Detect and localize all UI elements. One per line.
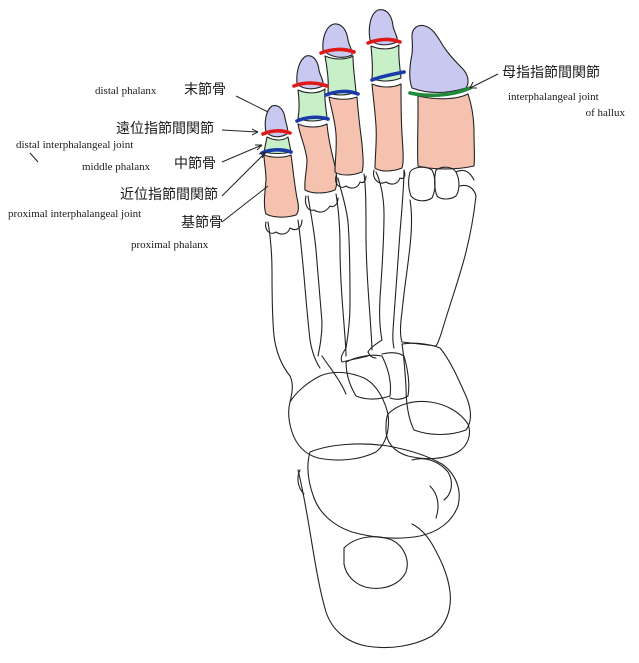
dip-joint-2 (366, 37, 402, 45)
dip-joint-4 (292, 81, 329, 88)
label-proximal-phalanx-jp: 基節骨 (181, 215, 223, 231)
distal-phalanx-5 (264, 105, 289, 138)
label-dip-joint-en: distal interphalangeal joint (16, 139, 134, 151)
label-hallux-ip-joint-jp: 母指指節間関節 (502, 65, 600, 81)
proximal-phalanx-3 (328, 96, 364, 176)
label-hallux-ip-joint-en-1: interphalangeal joint (508, 91, 599, 103)
distal-phalanx-2 (368, 9, 398, 46)
distal-phalanx-hallux (409, 24, 469, 94)
label-middle-phalanx-jp: 中節骨 (174, 156, 216, 172)
hallux-ip-joint (408, 86, 472, 98)
label-dip-joint-jp: 遠位指節間関節 (116, 121, 214, 137)
label-hallux-ip-joint-en-2: of hallux (585, 107, 625, 119)
proximal-phalanx-4 (297, 123, 338, 194)
pip-joint-3 (324, 89, 360, 97)
pip-joint-2 (370, 70, 406, 82)
dip-joint-3 (319, 47, 356, 55)
label-middle-phalanx-en: middle phalanx (82, 161, 151, 173)
proximal-phalanx-5 (263, 154, 299, 218)
label-pip-joint-en: proximal interphalangeal joint (8, 208, 142, 220)
label-distal-phalanx-jp: 末節骨 (184, 82, 226, 98)
middle-phalanx-2 (370, 44, 402, 82)
proximal-phalanx-hallux (417, 93, 475, 170)
middle-phalanx-3 (324, 55, 357, 96)
label-distal-phalanx-en: distal phalanx (95, 85, 157, 97)
pip-joint-4 (295, 115, 330, 123)
label-pip-joint-jp: 近位指節間関節 (120, 187, 218, 203)
proximal-phalanx-2 (371, 83, 404, 172)
distal-phalanx-4 (296, 55, 324, 90)
dip-joint-5 (261, 129, 292, 136)
label-proximal-phalanx-en: proximal phalanx (131, 239, 209, 251)
